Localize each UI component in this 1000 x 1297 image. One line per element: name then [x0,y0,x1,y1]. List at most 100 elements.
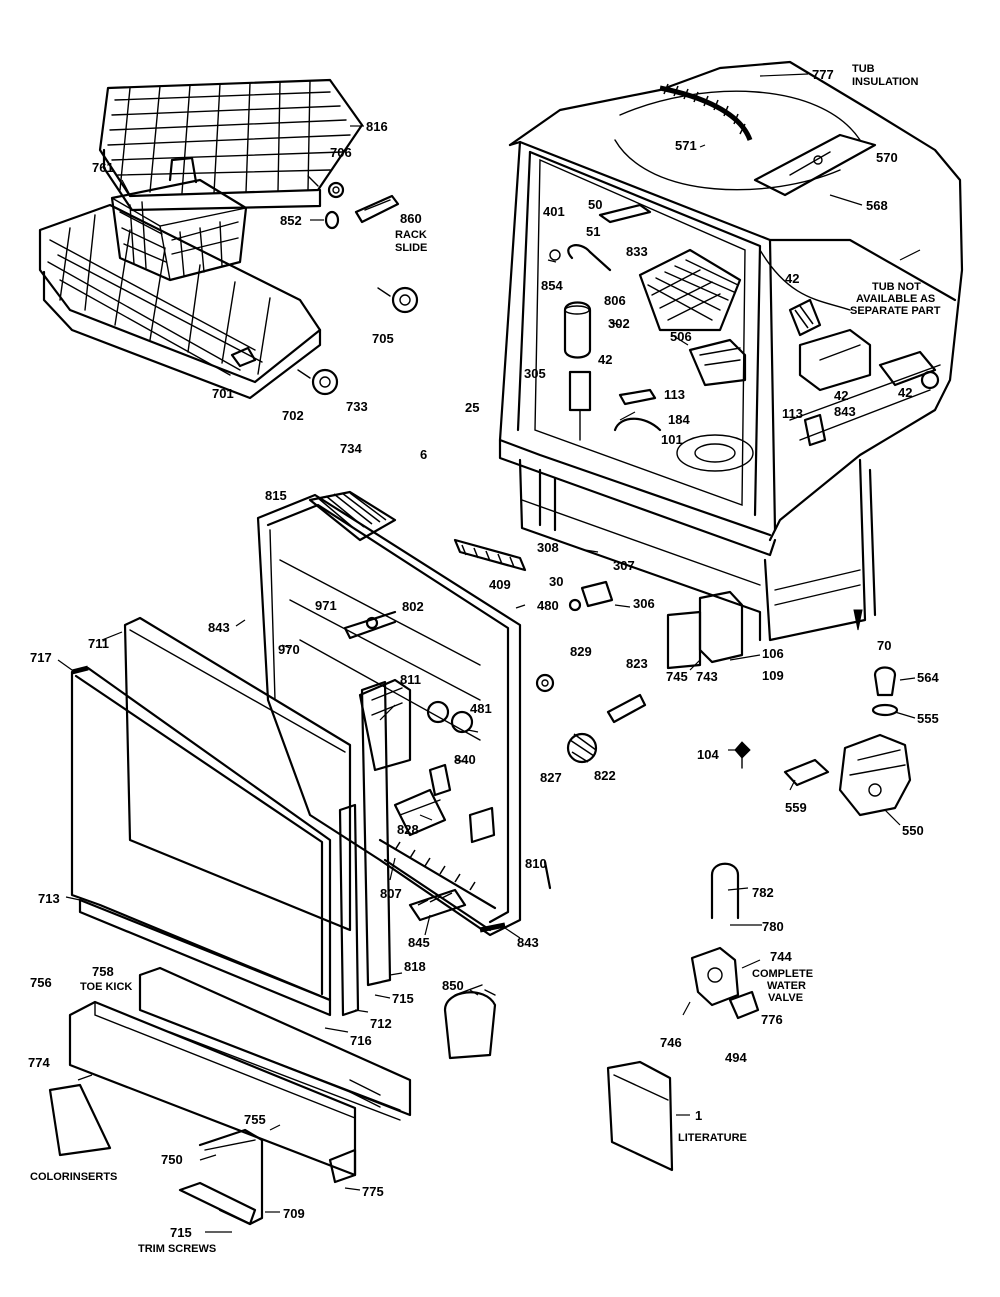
callout-701: 701 [212,386,234,401]
silverware-basket [110,156,248,282]
callout-782: 782 [752,885,774,900]
callout-971: 971 [315,598,337,613]
caption-available-as: AVAILABLE AS [856,293,935,305]
callout-302: 302 [608,316,630,331]
callout-815: 815 [265,488,287,503]
callout-711: 711 [88,636,109,651]
callout-50: 50 [588,197,602,212]
callout-51: 51 [586,224,600,239]
callout-750: 750 [161,1152,183,1167]
callout-401: 401 [543,204,565,219]
captions: TUB INSULATION RACK SLIDE TUB NOT AVAILA… [30,63,941,1255]
caption-toe-kick: TOE KICK [80,981,132,993]
clip-701 [230,346,257,368]
callout-713: 713 [38,891,60,906]
callout-776: 776 [761,1012,783,1027]
caption-trim-screws: TRIM SCREWS [138,1243,216,1255]
color-insert-774 [48,1083,112,1157]
callout-761: 761 [92,160,114,175]
door-panel-717 [70,665,332,1002]
callout-733: 733 [346,399,368,414]
vent-grille-815 [308,490,397,542]
caption-insulation: INSULATION [852,76,918,88]
callout-802: 802 [402,599,424,614]
callout-308: 308 [537,540,559,555]
callout-970: 970 [278,642,300,657]
rack-roller-706 [307,175,345,199]
callout-409: 409 [489,577,511,592]
lower-rack [38,203,322,400]
insulation-711 [123,616,352,932]
callout-109: 109 [762,668,784,683]
callout-481: 481 [470,701,492,716]
callout-559: 559 [785,800,807,815]
vent-570 [753,133,877,197]
callout-743: 743 [696,669,718,684]
callout-480: 480 [537,598,559,613]
callout-816: 816 [366,119,388,134]
callout-6: 6 [420,447,427,462]
callout-811: 811 [400,672,421,687]
roller-702 [297,368,339,396]
callout-843-c: 843 [517,935,539,950]
caption-slide: SLIDE [395,242,427,254]
callout-827: 827 [540,770,562,785]
callout-717: 717 [30,650,52,665]
callout-25: 25 [465,400,479,415]
tub-frame [518,458,877,642]
callout-101: 101 [661,432,683,447]
callout-840: 840 [454,752,476,767]
callout-852: 852 [280,213,302,228]
callout-550: 550 [902,823,924,838]
callout-810: 810 [525,856,547,871]
caption-tub-not: TUB NOT [872,281,921,293]
callout-829: 829 [570,644,592,659]
callout-568: 568 [866,198,888,213]
callout-850: 850 [442,978,464,993]
callout-307: 307 [613,558,635,573]
callout-555: 555 [917,711,939,726]
callout-833: 833 [626,244,648,259]
caption-tub: TUB [852,63,875,75]
callout-305: 305 [524,366,546,381]
callout-806: 806 [604,293,626,308]
door-small-parts [408,860,552,1060]
callout-860: 860 [400,211,422,226]
callout-712: 712 [370,1016,392,1031]
right-parts [535,580,912,1172]
part-labels: 777 571 570 568 816 706 761 852 860 705 … [28,67,939,1240]
callout-744: 744 [770,949,792,964]
rack-stop-852 [324,210,340,230]
bracket-709 [178,1128,264,1226]
rack-slide-860 [354,194,400,224]
caption-valve: VALVE [768,992,803,1004]
callout-106: 106 [762,646,784,661]
callout-709: 709 [283,1206,305,1221]
callout-746: 746 [660,1035,682,1050]
callout-113-a: 113 [664,387,685,402]
tub [498,60,964,557]
callout-822: 822 [594,768,616,783]
callout-756-b: 755 [244,1112,266,1127]
callout-571: 571 [675,138,697,153]
callout-843-a: 843 [834,404,856,419]
callout-702: 702 [282,408,304,423]
caption-complete: COMPLETE [752,968,813,980]
callout-828: 828 [397,822,419,837]
callout-845: 845 [408,935,430,950]
callout-494: 494 [725,1050,747,1065]
gasket-571 [659,83,753,141]
callout-42-a: 42 [598,352,612,367]
callout-745: 745 [666,669,688,684]
callout-570: 570 [876,150,898,165]
callout-823: 823 [626,656,648,671]
callout-70: 70 [877,638,891,653]
caption-rack: RACK [395,229,427,241]
callout-716: 716 [350,1033,372,1048]
caption-water: WATER [767,980,806,992]
callout-1: 1 [695,1108,702,1123]
door-controls [343,538,527,844]
callout-42-b: 42 [785,271,799,286]
callout-774: 774 [28,1055,50,1070]
